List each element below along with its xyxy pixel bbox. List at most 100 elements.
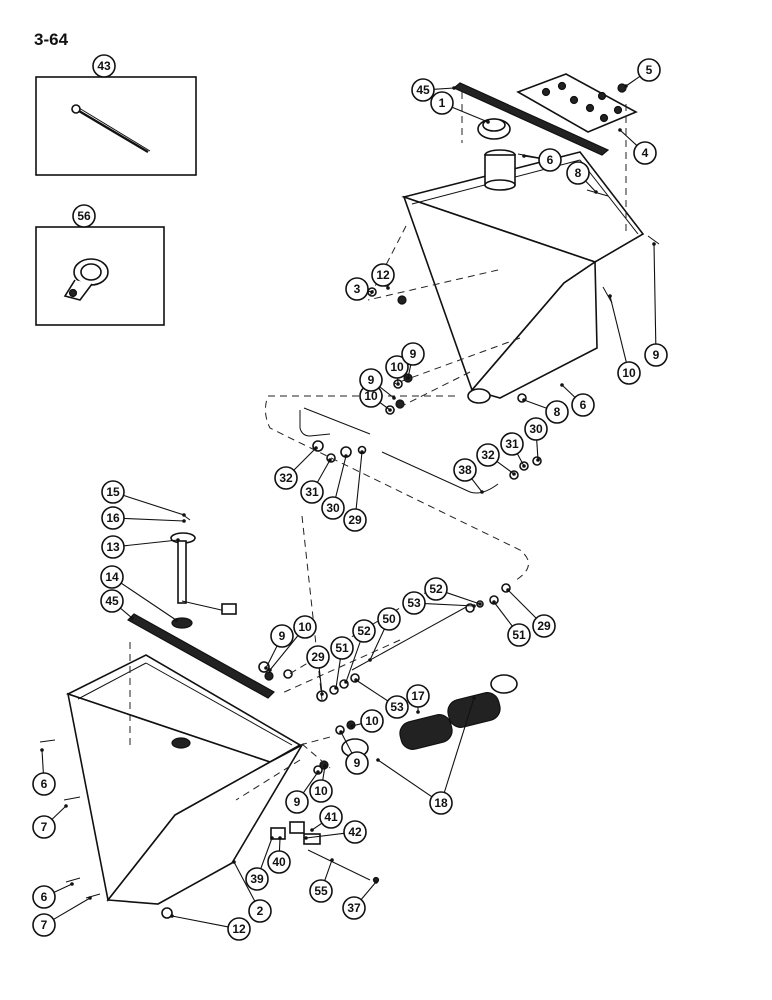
leader-line [523,399,547,409]
callout-39: 39 [245,836,274,891]
callout-circle [227,917,251,941]
callout-10: 10 [309,764,333,803]
callout-14: 14 [100,565,178,622]
callout-9: 9 [401,342,425,380]
callout-number: 32 [481,448,495,462]
callout-31: 31 [500,432,526,468]
callout-circle [571,393,595,417]
callout-4: 4 [618,128,657,165]
callout-18: 18 [376,696,476,815]
callout-circle [377,607,401,631]
leader-line [561,384,576,398]
callout-number: 10 [298,620,312,634]
callout-circle [545,400,569,424]
callout-circle [352,619,376,643]
callout-number: 53 [407,596,421,610]
leader-line [293,447,317,471]
callout-12: 12 [170,914,251,941]
callout-circle [293,615,317,639]
callout-9: 9 [285,770,320,814]
leader-line [335,455,347,498]
callout-32: 32 [274,446,318,490]
callout-number: 52 [357,624,371,638]
callout-circle [476,443,500,467]
callout-56: 56 [72,204,96,228]
leader-line [302,771,319,794]
callout-50: 50 [368,607,401,662]
sender-unit [170,532,237,629]
leader-line [625,75,641,87]
callout-38: 38 [453,458,484,494]
callout-circle [359,368,383,392]
callout-circle [72,204,96,228]
callout-number: 9 [653,348,660,362]
callout-51: 51 [492,600,531,647]
leader-line [123,517,185,522]
callout-circle [101,480,125,504]
leader-line [318,667,323,695]
callout-circle [267,850,291,874]
callout-circle [524,417,548,441]
callout-number: 30 [326,501,340,515]
callout-1: 1 [430,91,490,124]
callout-circle [385,695,409,719]
leader-line [171,915,229,928]
callout-circle [285,790,309,814]
callout-circle [532,614,556,638]
callout-number: 16 [106,511,120,525]
callout-number: 12 [232,922,246,936]
callout-number: 38 [458,463,472,477]
leader-line [123,494,185,516]
callout-number: 29 [348,513,362,527]
callout-number: 29 [311,650,325,664]
callout-circle [360,709,384,733]
leader-line [446,592,481,605]
callout-15: 15 [101,480,186,517]
callout-number: 39 [250,872,264,886]
leader-line [407,364,412,379]
callout-8: 8 [566,161,598,194]
mounting-strap-lower [127,613,275,699]
leader-line [516,453,525,467]
callout-number: 13 [106,540,120,554]
callout-number: 4 [642,146,649,160]
callout-layer: 4356451546891068312109109323130293832313… [32,54,668,941]
callout-number: 6 [580,398,587,412]
leader-line [507,589,537,619]
callout-10: 10 [385,355,409,386]
callout-circle [385,355,409,379]
callout-6: 6 [560,383,595,417]
callout-number: 45 [416,83,430,97]
leader-line [536,439,539,461]
callout-circle [245,867,269,891]
callout-number: 6 [547,153,554,167]
leader-line [324,859,333,881]
callout-10: 10 [268,615,317,672]
leader-line [322,765,326,781]
leader-line [433,87,455,90]
callout-17: 17 [406,684,430,714]
callout-circle [371,263,395,287]
callout-circle [300,480,324,504]
callout-number: 10 [390,360,404,374]
inset-56 [35,216,165,326]
leader-line [51,805,67,820]
callout-41: 41 [310,805,343,832]
screw-icon [617,83,627,93]
callout-number: 55 [314,884,328,898]
callout-circle [274,466,298,490]
callout-circle [100,565,124,589]
callout-number: 50 [382,612,396,626]
callout-12: 12 [371,263,395,290]
callout-9: 9 [264,624,294,670]
callout-10: 10 [608,294,641,385]
leader-line [316,459,331,483]
callout-43: 43 [92,54,116,78]
callout-number: 10 [364,389,378,403]
callout-circle [270,624,294,648]
callout-circle [424,577,448,601]
callout-number: 3 [354,282,361,296]
callout-circle [309,879,333,903]
leader-line [120,582,177,621]
